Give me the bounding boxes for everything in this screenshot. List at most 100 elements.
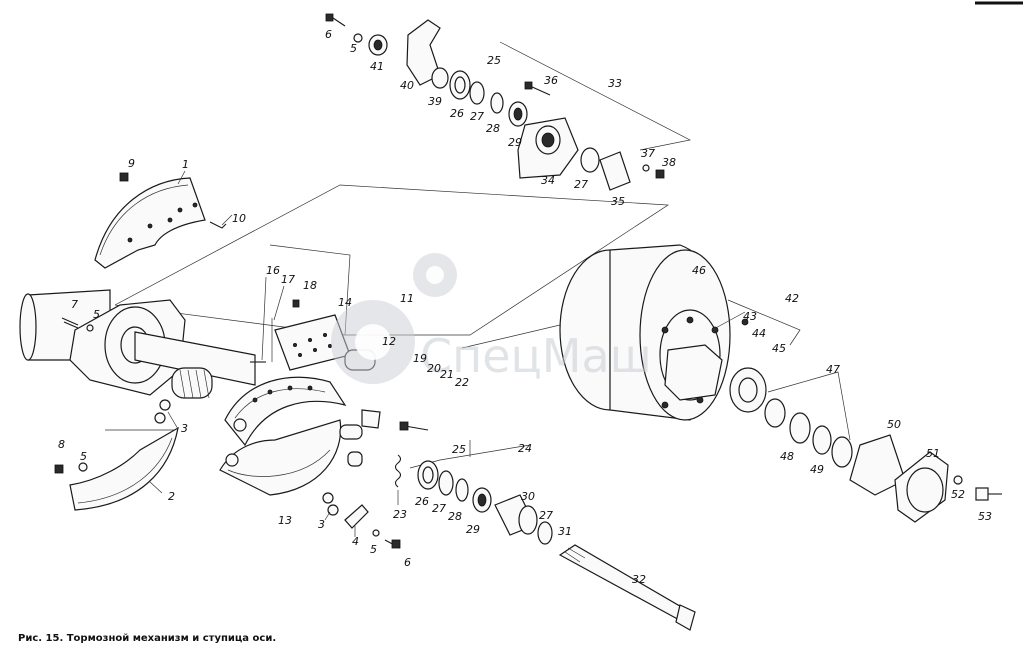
callout: 29: [466, 523, 480, 536]
callout: 28: [448, 510, 462, 523]
callout: 38: [662, 156, 676, 169]
ring-3-upper-b: [154, 412, 166, 424]
camshaft-bracket-34: [517, 117, 579, 179]
callout: 27: [432, 502, 446, 515]
bolt-6-top: [332, 17, 346, 27]
callout: 46: [692, 264, 706, 277]
callout: 28: [486, 122, 500, 135]
hub-cap-51-dome: [906, 467, 944, 513]
callout: 25: [487, 54, 501, 67]
ring-28-top: [490, 92, 504, 114]
fastener-10: [209, 221, 227, 229]
watermark-text: СпецМаш: [420, 329, 652, 383]
bolt-6-top-head: [325, 13, 334, 22]
roller-axle: [339, 424, 363, 440]
ring-39: [431, 67, 449, 89]
callout: 13: [278, 514, 292, 527]
callout: 44: [752, 327, 766, 340]
washer-37: [642, 164, 650, 172]
callout: 27: [470, 110, 484, 123]
rivet-18: [292, 299, 300, 308]
ring-3-upper-a: [159, 399, 171, 411]
callout: 10: [232, 212, 246, 225]
callout: 17: [281, 273, 295, 286]
bolt-36: [529, 85, 551, 96]
callout: 5: [370, 543, 377, 556]
washer-5-bottom: [372, 529, 380, 537]
spring-23: [394, 454, 402, 488]
ring-3-lower-b: [327, 504, 339, 516]
ring-3-lower-a: [322, 492, 334, 504]
callout: 11: [400, 292, 414, 305]
camshaft-32: [558, 544, 696, 631]
seal-41-core: [373, 39, 383, 51]
dust-shield-upper: [94, 177, 206, 269]
callout: 19: [413, 352, 427, 365]
bolt-22: [404, 425, 429, 431]
callout: 51: [926, 447, 940, 460]
callout: 36: [544, 74, 558, 87]
washer-48: [789, 412, 811, 444]
axle-housing: [19, 289, 256, 399]
callout: 30: [521, 490, 535, 503]
gear-icon: [331, 253, 457, 384]
callout: 47: [826, 363, 840, 376]
washer-5-left: [86, 324, 94, 332]
lock-ring-49: [812, 425, 832, 455]
callout: 32: [632, 573, 646, 586]
bushing-27-bracket: [580, 147, 600, 173]
bracket-21: [361, 409, 381, 429]
callout: 4: [352, 535, 359, 548]
callout: 43: [743, 310, 757, 323]
callout: 23: [393, 508, 407, 521]
gasket-50: [849, 434, 906, 496]
callout: 50: [887, 418, 901, 431]
bolt-9: [119, 172, 129, 182]
callout: 35: [611, 195, 625, 208]
nut-8: [54, 464, 64, 474]
slack-adjuster-40: [406, 19, 441, 86]
brake-shoe-lower: [219, 419, 342, 496]
watermark: СпецМаш: [331, 253, 652, 384]
nut-47a: [764, 398, 786, 428]
washer-5-top: [353, 33, 363, 43]
callout: 31: [558, 525, 572, 538]
hub-42: [664, 344, 723, 401]
seal-29-top-core: [513, 107, 523, 121]
callout: 18: [303, 279, 317, 292]
bushing-27-top: [469, 81, 485, 105]
bearing-stack-lower: [417, 460, 553, 545]
washer-52: [953, 475, 963, 485]
callout: 5: [80, 450, 87, 463]
grease-fitting-7: [61, 317, 79, 329]
callout: 22: [455, 376, 469, 389]
callout: 7: [71, 298, 78, 311]
callout: 8: [58, 438, 65, 451]
callout: 21: [440, 368, 454, 381]
callout: 3: [318, 518, 325, 531]
callout: 5: [93, 308, 100, 321]
callout: 26: [415, 495, 429, 508]
callout: 9: [128, 157, 135, 170]
callout: 14: [338, 296, 352, 309]
bolt-6-lower-head: [391, 539, 401, 549]
bolt-22-head: [399, 421, 409, 431]
callout: 24: [518, 442, 532, 455]
callout: 1: [182, 158, 189, 171]
callout: 5: [350, 42, 357, 55]
figure-caption: Рис. 15. Тормозной механизм и ступица ос…: [18, 633, 276, 644]
callout: 20: [427, 362, 441, 375]
stud-43: [741, 318, 749, 326]
washer-5-lower: [78, 462, 88, 472]
callout: 26: [450, 107, 464, 120]
dust-shield-lower: [69, 426, 179, 511]
callout: 42: [785, 292, 799, 305]
gasket-35: [599, 151, 631, 191]
callout: 33: [608, 77, 622, 90]
callout: 27: [574, 178, 588, 191]
callout: 34: [541, 174, 555, 187]
callout: 53: [978, 510, 992, 523]
brake-shoe-upper: [224, 376, 347, 447]
callout: 16: [266, 264, 280, 277]
